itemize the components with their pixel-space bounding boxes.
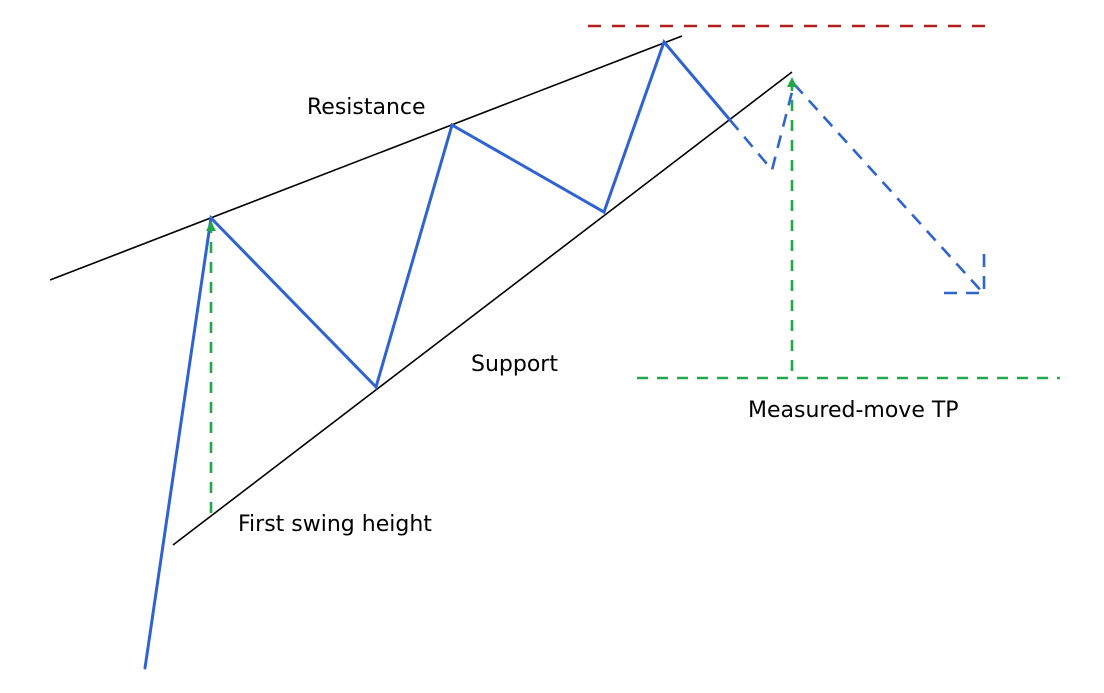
support-trendline — [172, 71, 793, 546]
measured-move-arrowhead — [787, 77, 797, 87]
resistance-trendline — [49, 35, 683, 281]
price-path — [143, 39, 732, 670]
first-swing-measure-arrowhead — [206, 221, 216, 231]
support-label: Support — [471, 352, 558, 377]
measured-move-tp-label: Measured-move TP — [748, 398, 959, 423]
first-swing-height-label: First swing height — [238, 512, 432, 537]
breakdown-projection — [793, 83, 985, 295]
target-arrowhead — [944, 246, 986, 295]
breakdown-retest-projection — [729, 83, 796, 173]
resistance-label: Resistance — [307, 95, 426, 120]
